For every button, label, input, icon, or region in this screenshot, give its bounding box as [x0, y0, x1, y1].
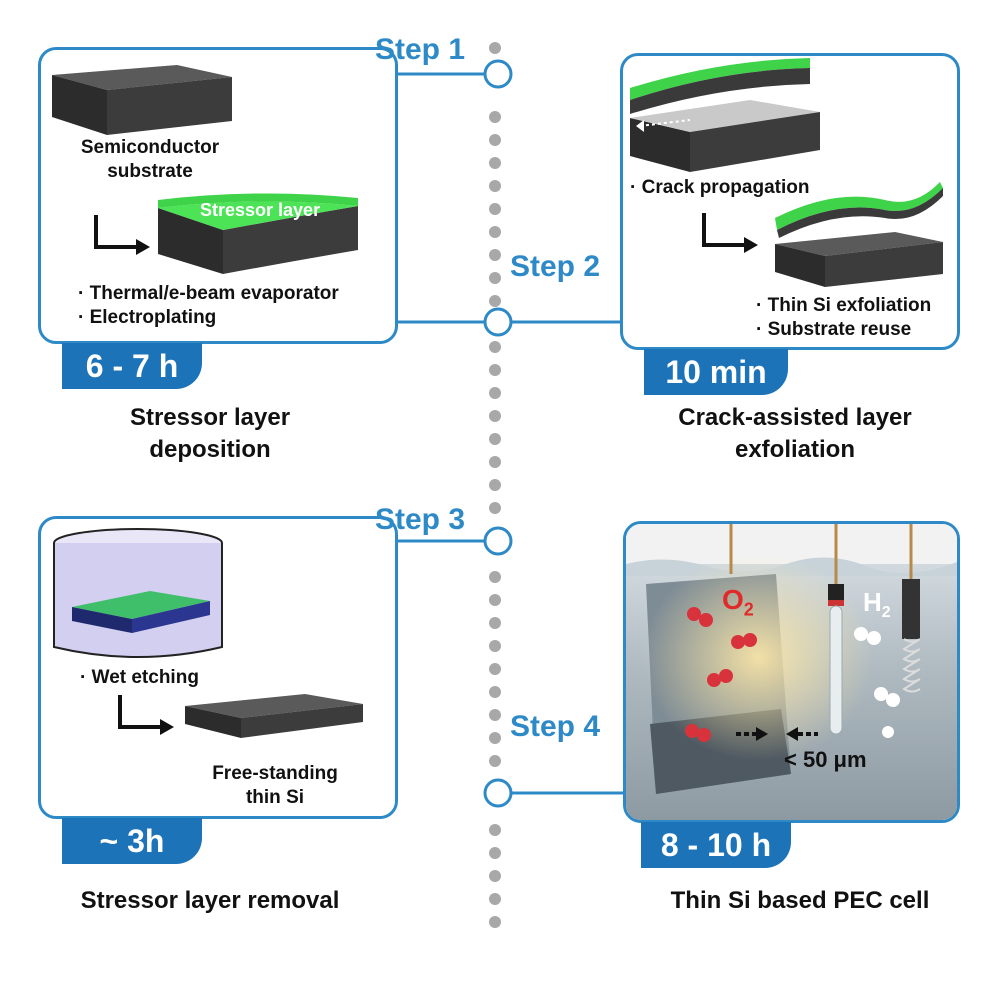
step3-arrow-icon — [118, 695, 174, 735]
timeline-dot — [489, 617, 501, 629]
step4-caption: Thin Si based PEC cell — [670, 887, 930, 914]
step2-label: Step 2 — [510, 250, 601, 283]
timeline-dot — [489, 893, 501, 905]
timeline-dot — [489, 663, 501, 675]
timeline-dot — [489, 686, 501, 698]
timeline-dot — [489, 594, 501, 606]
step4-timeline-node — [483, 778, 513, 808]
timeline-dot — [489, 433, 501, 445]
step1-label: Step 1 — [375, 33, 466, 66]
step4-panel: O2 H2 < 50 μm — [623, 521, 960, 823]
step1-duration-badge: 6 - 7 h — [62, 343, 202, 389]
timeline-dot — [489, 180, 501, 192]
step2-arrow-icon — [702, 213, 758, 253]
timeline-dot — [489, 479, 501, 491]
step1-timeline-node — [483, 59, 513, 89]
timeline-dot — [489, 456, 501, 468]
step3-thin-si-image — [185, 694, 363, 738]
timeline-dot — [489, 870, 501, 882]
step2-caption: Crack-assisted layer exfoliation — [678, 404, 912, 463]
step1-arrow-icon — [94, 215, 150, 255]
timeline-dot — [489, 847, 501, 859]
step2-panel — [620, 53, 960, 350]
step1-bullet-1: · Thermal/e-beam evaporator — [78, 283, 339, 304]
step2-crack-block-image — [630, 58, 820, 172]
step2-duration-badge: 10 min — [644, 349, 788, 395]
step2-timeline-node — [483, 307, 513, 337]
step1-stressor-block-image — [158, 193, 358, 274]
step1-bullet-2: · Electroplating — [78, 307, 217, 328]
step3-result-label: Free-standing thin Si — [212, 763, 338, 808]
step4-label: Step 4 — [510, 710, 601, 743]
timeline-dot — [489, 824, 501, 836]
step4-duration-badge: 8 - 10 h — [641, 822, 791, 868]
timeline-dot — [489, 640, 501, 652]
step1-caption: Stressor layer deposition — [129, 404, 291, 463]
timeline-dot — [489, 410, 501, 422]
step4-pec-cell-image — [626, 524, 957, 820]
step3-beaker-image — [53, 528, 223, 658]
timeline-dot — [489, 502, 501, 514]
timeline-dot — [489, 134, 501, 146]
step3-label: Step 3 — [375, 503, 466, 536]
step3-timeline-node — [483, 526, 513, 556]
step4-thickness-label: < 50 μm — [784, 747, 867, 772]
timeline-dot — [489, 226, 501, 238]
step2-bullet-1: · Thin Si exfoliation — [756, 295, 932, 316]
step1-stressor-layer-label: Stressor layer — [200, 200, 321, 220]
step4-o2-label: O2 — [722, 584, 754, 620]
timeline-dot — [489, 295, 501, 307]
timeline-dot — [489, 249, 501, 261]
timeline-dot — [489, 709, 501, 721]
timeline-dot — [489, 203, 501, 215]
timeline-dot — [489, 111, 501, 123]
step3-duration-badge: ~ 3h — [62, 818, 202, 864]
timeline-dot — [489, 364, 501, 376]
timeline-dot — [489, 916, 501, 928]
step2-exfoliated-film-image — [775, 182, 943, 238]
timeline-dot — [489, 387, 501, 399]
step2-reused-substrate-image — [775, 232, 943, 287]
step2-bullet-top: · Crack propagation — [630, 177, 810, 198]
step1-substrate-image — [52, 65, 232, 135]
timeline-dot — [489, 157, 501, 169]
step1-substrate-label: Semiconductor substrate — [80, 137, 220, 182]
timeline-dot — [489, 272, 501, 284]
step2-bullet-2: · Substrate reuse — [756, 319, 912, 340]
timeline-dot — [489, 755, 501, 767]
timeline-dot — [489, 42, 501, 54]
step3-bullet: · Wet etching — [80, 667, 199, 688]
timeline-dot — [489, 341, 501, 353]
timeline-dot — [489, 571, 501, 583]
step4-h2-label: H2 — [863, 587, 891, 622]
timeline-dot — [489, 732, 501, 744]
step3-caption: Stressor layer removal — [80, 887, 340, 914]
